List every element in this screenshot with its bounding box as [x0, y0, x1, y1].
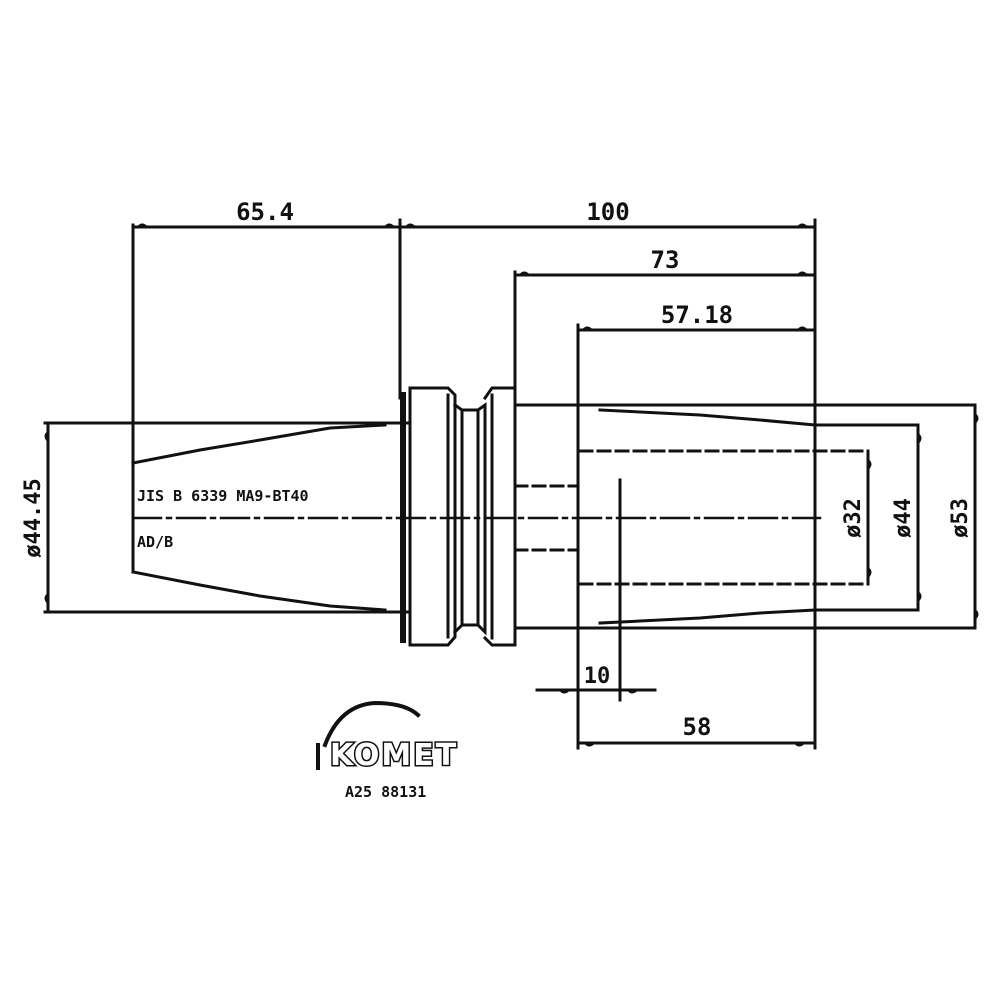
dim-label-dia-44: ø44 [891, 498, 916, 538]
dimension-65-4 [131, 223, 402, 574]
dimension-73 [513, 270, 817, 407]
dim-label-dia-32: ø32 [841, 498, 866, 538]
dim-label-dia-53: ø53 [948, 498, 973, 538]
dim-label-73: 73 [651, 246, 680, 274]
komet-logo-arc [316, 700, 421, 770]
standard-label: JIS B 6339 MA9-BT40 [137, 487, 309, 505]
dimension-dia-53 [973, 403, 979, 630]
dim-label-100: 100 [586, 198, 629, 226]
komet-logo-text: KOMET [330, 738, 458, 773]
dim-label-58: 58 [683, 713, 712, 741]
tool-body [513, 403, 977, 702]
dimension-100 [398, 218, 817, 750]
form-label: AD/B [137, 533, 173, 551]
dimension-dia-44 [916, 423, 922, 612]
dim-label-10: 10 [584, 664, 611, 689]
dim-label-65-4: 65.4 [236, 198, 294, 226]
dimension-10 [535, 688, 657, 694]
dim-label-57-18: 57.18 [661, 301, 733, 329]
dim-label-dia-44-45: ø44.45 [21, 478, 46, 557]
part-number: A25 88131 [345, 783, 426, 801]
hidden-bore [513, 449, 870, 586]
dimension-dia-32 [866, 449, 872, 586]
flange-body [400, 386, 517, 647]
dimension-58 [576, 741, 817, 747]
dimension-57-18 [576, 323, 817, 750]
dimension-dia-44-45 [44, 421, 50, 614]
